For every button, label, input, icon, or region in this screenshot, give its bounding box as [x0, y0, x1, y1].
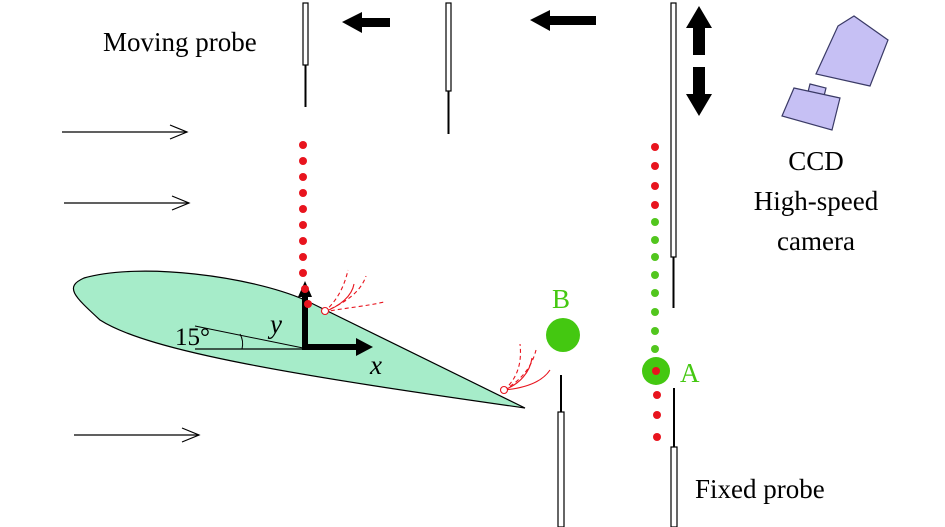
measurement-dot: [299, 189, 307, 197]
chord-line: [194, 325, 309, 350]
separation-point-marker: [499, 385, 509, 395]
measurement-dot: [651, 236, 659, 244]
measurement-dot: [651, 253, 659, 261]
flow-arrow-1-head: [169, 124, 189, 140]
measurement-dot: [301, 285, 309, 293]
angle-label: 15°: [175, 324, 210, 351]
camera-label-line3: camera: [777, 226, 855, 256]
up-arrow-icon: [686, 6, 712, 55]
measurement-dot: [653, 433, 661, 441]
measurement-dot: [299, 221, 307, 229]
fixed-probes: [557, 375, 678, 527]
fixed-probe-2-sheath: [670, 446, 678, 527]
moving-probe-label: Moving probe: [103, 27, 257, 57]
point-a-label: A: [680, 358, 700, 388]
measurement-dot: [299, 237, 307, 245]
moving-probe-3-sheath: [670, 2, 677, 258]
measurement-dot: [651, 327, 659, 335]
measurement-dot: [651, 345, 659, 353]
measurement-dot: [299, 173, 307, 181]
camera-body: [815, 15, 889, 87]
separation-point-marker: [320, 306, 330, 316]
fixed-probe-1-sheath: [557, 411, 565, 527]
probe-motion-arrows: [342, 6, 712, 116]
separation-sketch-trailing: [499, 343, 551, 395]
measurement-dot: [651, 289, 659, 297]
separation-sketch-upper: [320, 269, 385, 316]
camera-icon: [781, 15, 889, 131]
moving-probe-1-sheath: [302, 2, 309, 66]
measurement-dot: [651, 182, 659, 190]
camera-label-line1: CCD: [788, 146, 844, 176]
measurement-dot: [653, 391, 661, 399]
measurement-dot: [653, 411, 661, 419]
measurement-dot: [651, 308, 659, 316]
moving-probes: [302, 2, 677, 308]
fixed-column-measurement-points: [642, 143, 670, 441]
moving-probe-measurement-points: [299, 141, 312, 308]
y-axis-label: y: [267, 309, 282, 339]
x-axis-label: x: [369, 350, 382, 380]
camera-lens: [781, 87, 841, 131]
point-b-label: B: [552, 284, 570, 314]
x-axis-arrowhead: [356, 338, 373, 356]
measurement-dot: [299, 205, 307, 213]
freestream-arrows: [62, 124, 201, 443]
measurement-dot: [651, 162, 659, 170]
measurement-dot: [651, 201, 659, 209]
measurement-dot: [299, 253, 307, 261]
measurement-dot: [299, 269, 307, 277]
measurement-dot: [299, 141, 307, 149]
point-b-marker: [546, 318, 580, 352]
fixed-probe-label: Fixed probe: [695, 474, 825, 504]
measurement-dot: [304, 300, 312, 308]
measurement-dot: [651, 143, 659, 151]
measurement-dot: [299, 157, 307, 165]
flow-arrow-3-head: [181, 427, 201, 443]
angle-arc: [239, 333, 244, 350]
moving-probe-2-sheath: [445, 2, 452, 92]
measurement-dot: [651, 218, 659, 226]
camera-label-line2: High-speed: [754, 186, 879, 216]
flow-arrow-2-head: [171, 195, 191, 211]
measurement-dot: [651, 271, 659, 279]
down-arrow-icon: [686, 67, 712, 116]
airfoil: [72, 270, 526, 409]
measurement-dot: [652, 367, 660, 375]
left-arrow-icon-1: [342, 12, 390, 33]
left-arrow-icon-2: [530, 10, 596, 31]
